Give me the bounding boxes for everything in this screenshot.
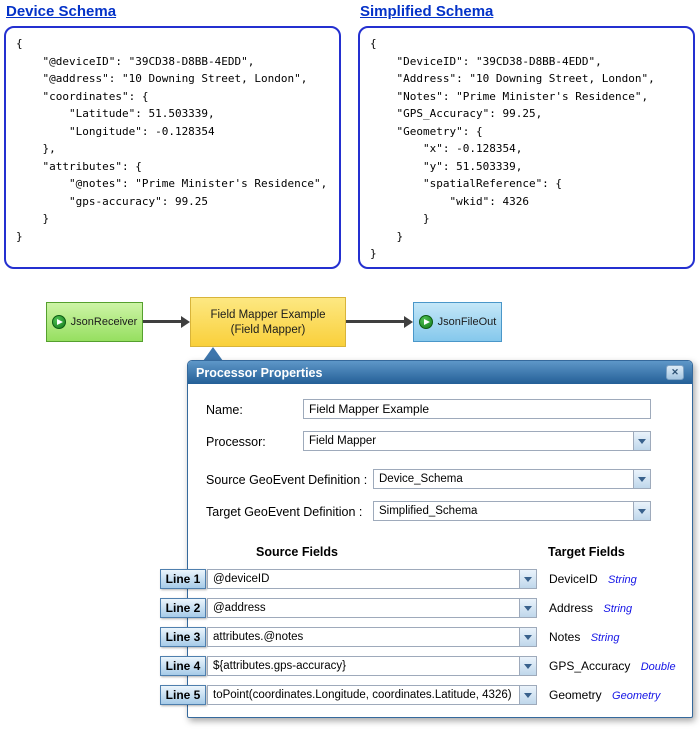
source-field-value: ${attributes.gps-accuracy} [213,660,346,672]
json-fileout-node[interactable]: JsonFileOut [413,302,502,342]
target-field-cell: DeviceID String [549,572,637,586]
target-field-name: GPS_Accuracy [549,659,631,673]
chevron-down-icon[interactable] [519,570,536,588]
target-field-name: Notes [549,630,581,644]
chevron-down-icon[interactable] [633,432,650,450]
target-field-name: Geometry [549,688,602,702]
device-schema-title: Device Schema [6,3,117,20]
callout-pointer [203,347,223,361]
json-fileout-label: JsonFileOut [437,316,497,328]
play-icon [418,315,433,329]
target-field-type: Geometry [612,690,661,702]
target-field-type: String [603,603,633,615]
field-mapping-row: Line 2 @address Address String [160,598,694,618]
field-mapper-node[interactable]: Field Mapper Example (Field Mapper) [190,297,346,347]
source-field-select-1[interactable]: @deviceID [207,569,537,589]
processor-select[interactable]: Field Mapper [303,431,651,451]
target-fields-header: Target Fields [548,545,625,559]
field-mapper-node-title: Field Mapper Example [210,308,326,321]
close-icon[interactable]: ✕ [666,365,684,380]
processor-label: Processor: [206,435,266,449]
simplified-schema-code: { "DeviceID": "39CD38-D8BB-4EDD", "Addre… [370,37,655,260]
field-mapping-row: Line 3 attributes.@notes Notes String [160,627,694,647]
json-receiver-node[interactable]: JsonReceiver [46,302,143,342]
line-5-badge: Line 5 [160,685,206,705]
processor-properties-dialog: Processor Properties ✕ Name: Processor: … [160,360,694,718]
target-field-cell: Geometry Geometry [549,688,660,702]
source-field-value: toPoint(coordinates.Longitude, coordinat… [213,689,512,701]
target-field-name: Address [549,601,594,615]
field-mapping-row: Line 5 toPoint(coordinates.Longitude, co… [160,685,694,705]
source-definition-label: Source GeoEvent Definition : [206,473,368,487]
source-field-select-3[interactable]: attributes.@notes [207,627,537,647]
device-schema-box: { "@deviceID": "39CD38-D8BB-4EDD", "@add… [4,26,341,269]
dialog-title: Processor Properties [196,365,323,380]
chevron-down-icon[interactable] [519,599,536,617]
chevron-down-icon[interactable] [633,470,650,488]
dialog-titlebar[interactable]: Processor Properties ✕ [188,361,692,384]
source-field-value: @address [213,602,266,614]
chevron-down-icon[interactable] [519,686,536,704]
target-definition-value: Simplified_Schema [379,505,478,517]
target-field-type: Double [640,661,676,673]
line-3-badge: Line 3 [160,627,206,647]
chevron-down-icon[interactable] [519,657,536,675]
target-field-type: String [608,574,637,586]
flow-arrow-2 [346,315,413,328]
source-definition-select[interactable]: Device_Schema [373,469,651,489]
target-field-cell: Notes String [549,630,619,644]
chevron-down-icon[interactable] [633,502,650,520]
target-definition-label: Target GeoEvent Definition : [206,505,363,519]
simplified-schema-box: { "DeviceID": "39CD38-D8BB-4EDD", "Addre… [358,26,695,269]
source-field-value: attributes.@notes [213,631,304,643]
target-field-cell: Address String [549,601,632,615]
name-input[interactable] [303,399,651,419]
device-schema-code: { "@deviceID": "39CD38-D8BB-4EDD", "@add… [16,37,328,243]
flow-arrow-1 [143,315,190,328]
target-field-name: DeviceID [549,572,598,586]
name-label: Name: [206,403,243,417]
processor-select-value: Field Mapper [309,435,377,447]
source-field-select-5[interactable]: toPoint(coordinates.Longitude, coordinat… [207,685,537,705]
chevron-down-icon[interactable] [519,628,536,646]
target-field-cell: GPS_Accuracy Double [549,659,676,673]
field-mapping-row: Line 1 @deviceID DeviceID String [160,569,694,589]
play-icon [51,315,66,329]
source-fields-header: Source Fields [256,545,338,559]
line-2-badge: Line 2 [160,598,206,618]
simplified-schema-title: Simplified Schema [360,3,494,20]
source-field-value: @deviceID [213,573,270,585]
field-mapping-row: Line 4 ${attributes.gps-accuracy} GPS_Ac… [160,656,694,676]
json-receiver-label: JsonReceiver [70,316,138,328]
line-4-badge: Line 4 [160,656,206,676]
target-field-type: String [590,632,620,644]
source-field-select-2[interactable]: @address [207,598,537,618]
line-1-badge: Line 1 [160,569,206,589]
source-field-select-4[interactable]: ${attributes.gps-accuracy} [207,656,537,676]
field-mapper-node-subtitle: (Field Mapper) [230,323,306,336]
target-definition-select[interactable]: Simplified_Schema [373,501,651,521]
source-definition-value: Device_Schema [379,473,463,485]
